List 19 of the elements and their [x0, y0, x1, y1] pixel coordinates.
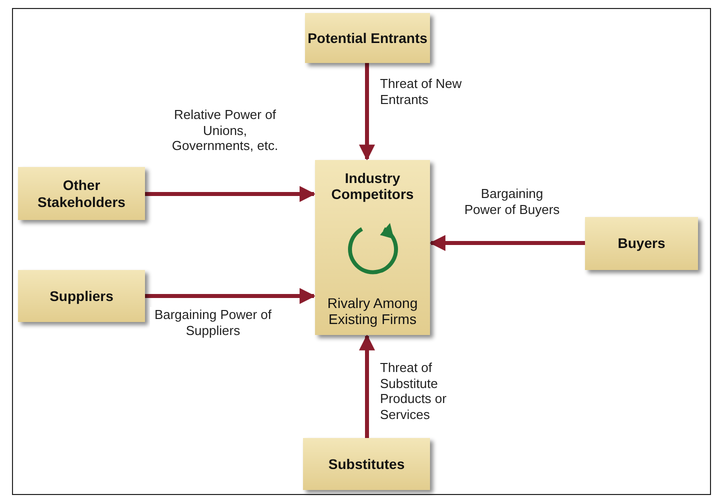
node-title: Other Stakeholders: [36, 177, 126, 210]
process-box: [18, 270, 145, 322]
arrow: [429, 235, 585, 251]
arrow: [359, 63, 375, 161]
process-box: [305, 13, 430, 63]
arrow: [145, 186, 316, 202]
node-title: Buyers: [618, 235, 666, 252]
process-box: [315, 160, 430, 335]
arrow: [145, 288, 316, 304]
node-description: Rivalry Among Existing Firms: [326, 294, 419, 327]
edge-label: Bargaining Power of Buyers: [462, 186, 562, 218]
node-title: Substitutes: [328, 456, 405, 472]
process-box: [18, 167, 145, 220]
arrow: [359, 334, 375, 438]
process-box: [303, 438, 430, 490]
node-title: Industry Competitors: [330, 170, 415, 202]
node-title: Potential Entrants: [308, 30, 428, 46]
node-title: Suppliers: [50, 288, 114, 304]
process-box: [585, 217, 698, 270]
